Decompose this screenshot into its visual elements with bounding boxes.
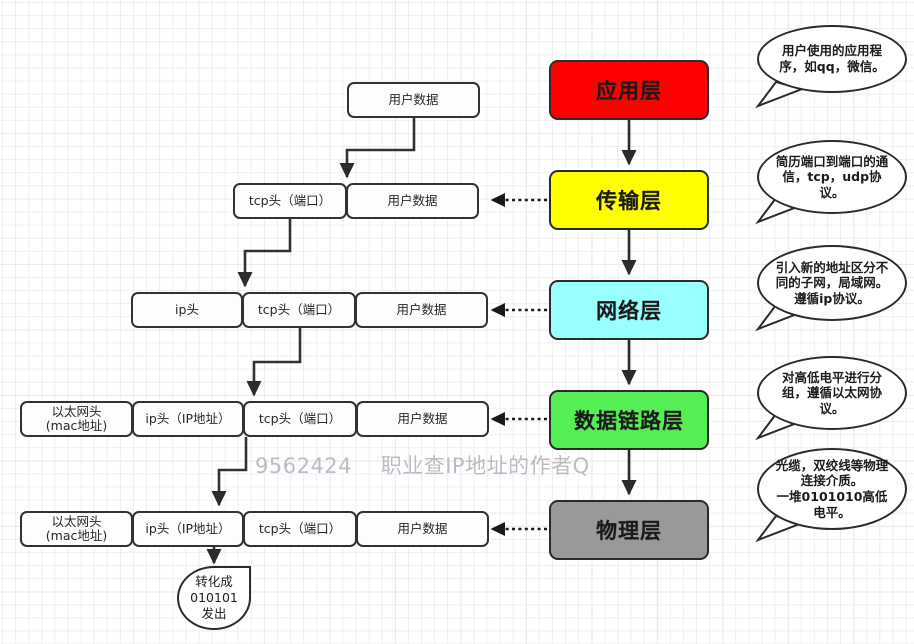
packet-segment[interactable]: ip头（IP地址）	[132, 511, 244, 547]
callout-application: 用户使用的应用程 序，如qq，微信。	[757, 25, 907, 93]
packet-segment[interactable]: 用户数据	[356, 511, 489, 547]
watermark-text: 9562424 职业查IP地址的作者Q	[255, 454, 590, 478]
packet-segment[interactable]: 用户数据	[356, 401, 489, 437]
layer-box-application[interactable]: 应用层	[549, 60, 709, 120]
layer-box-label: 网络层	[596, 299, 662, 323]
packet-segment[interactable]: 用户数据	[346, 183, 479, 219]
packet-segment[interactable]: tcp头（端口）	[233, 183, 347, 219]
packet-segment[interactable]: 用户数据	[347, 82, 480, 118]
layer-box-label: 数据链路层	[574, 409, 684, 433]
packet-segment[interactable]: 以太网头 (mac地址)	[20, 401, 133, 437]
layer-box-network[interactable]: 网络层	[549, 280, 709, 340]
packet-segment[interactable]: 以太网头 (mac地址)	[20, 511, 133, 547]
layer-box-transport[interactable]: 传输层	[549, 170, 709, 230]
callout-datalink: 对高低电平进行分 组，遵循以太网协 议。	[757, 356, 907, 430]
row-application: 用户数据	[347, 82, 480, 118]
callout-network: 引入新的地址区分不 同的子网，局域网。 遵循ip协议。	[757, 245, 907, 321]
packet-segment[interactable]: tcp头（端口）	[242, 292, 356, 328]
layer-box-datalink[interactable]: 数据链路层	[549, 390, 709, 450]
packet-segment[interactable]: ip头	[131, 292, 243, 328]
binary-conversion-note: 转化成 010101 发出	[177, 566, 251, 630]
packet-segment[interactable]: 用户数据	[355, 292, 488, 328]
callout-physical: 光缆，双绞线等物理 连接介质。 一堆0101010高低 电平。	[757, 448, 907, 530]
packet-segment[interactable]: tcp头（端口）	[243, 511, 357, 547]
callout-transport: 简历端口到端口的通 信，tcp，udp协 议。	[757, 140, 907, 214]
layer-box-label: 传输层	[596, 189, 662, 213]
layer-box-physical[interactable]: 物理层	[549, 500, 709, 560]
packet-segment[interactable]: tcp头（端口）	[243, 401, 357, 437]
row-datalink: 以太网头 (mac地址)ip头（IP地址）tcp头（端口）用户数据	[20, 401, 489, 437]
layer-box-label: 应用层	[596, 79, 662, 103]
packet-segment[interactable]: ip头（IP地址）	[132, 401, 244, 437]
layer-to-packet-dotted-arrows	[490, 193, 547, 536]
layer-box-label: 物理层	[596, 519, 662, 543]
row-physical: 以太网头 (mac地址)ip头（IP地址）tcp头（端口）用户数据	[20, 511, 489, 547]
row-transport: tcp头（端口）用户数据	[233, 183, 479, 219]
